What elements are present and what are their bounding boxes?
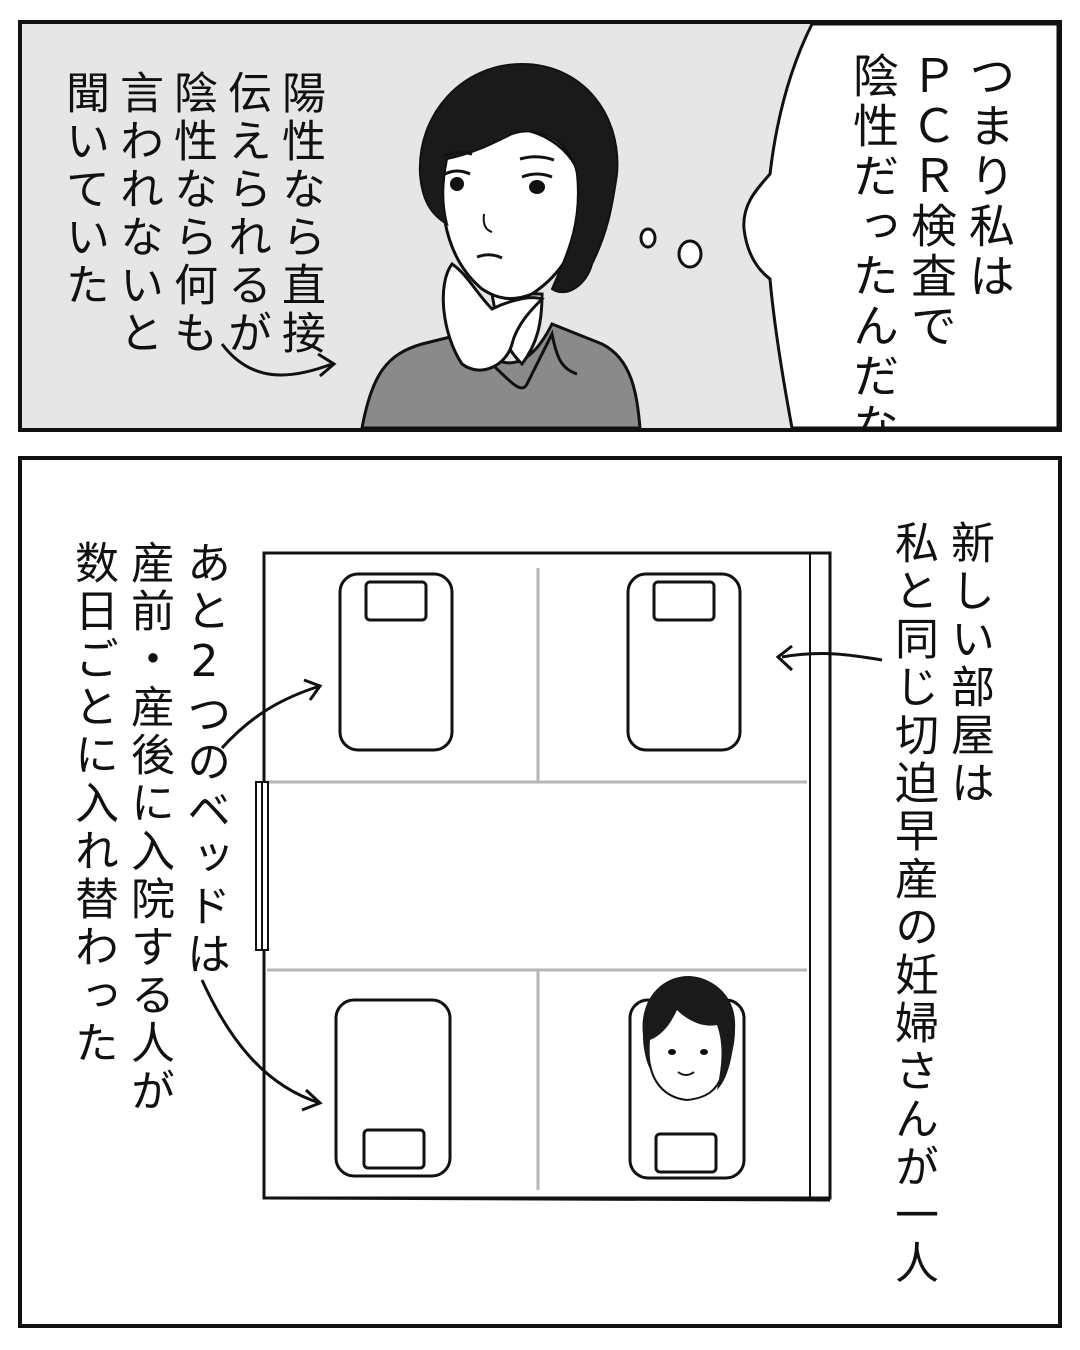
hand	[441, 261, 545, 372]
room-floorplan	[200, 551, 883, 1202]
pillow	[654, 1132, 718, 1174]
beds-arrow	[200, 979, 321, 1105]
woman-thinking-illustration	[220, 24, 1058, 428]
pillow	[652, 580, 716, 622]
narration-arrow	[220, 343, 333, 377]
bottom-panel: 新しい部屋は 私と同じ切迫早産の妊婦さんが一人 あと2つのベッドは 産前・産後に…	[18, 456, 1062, 1328]
roommate-hair	[642, 975, 735, 1090]
narration-text: 陽性なら直接 伝えられるが 陰性なら何も 言われないと 聞いていた	[58, 70, 325, 358]
top-panel: つまり私は ＰＣＲ検査で 陰性だったんだな 陽性なら直接 伝えられるが 陰性なら…	[18, 20, 1062, 432]
thought-dot-small	[639, 227, 657, 249]
thought-bubble	[742, 24, 1058, 428]
pillow	[362, 1128, 426, 1170]
hair	[418, 62, 619, 294]
roommate-note: 新しい部屋は 私と同じ切迫早産の妊婦さんが一人	[887, 520, 994, 1288]
pillow	[364, 580, 428, 622]
roommate-arrow	[781, 652, 883, 662]
beds-arrow	[220, 684, 321, 750]
beds-note: あと2つのベッドは 産前・産後に入院する人が 数日ごとに入れ替わった	[67, 540, 230, 1116]
shirt	[360, 322, 642, 428]
thought-dot-large	[677, 239, 703, 269]
thought-text: つまり私は ＰＣＲ検査で 陰性だったんだな	[846, 52, 1016, 432]
